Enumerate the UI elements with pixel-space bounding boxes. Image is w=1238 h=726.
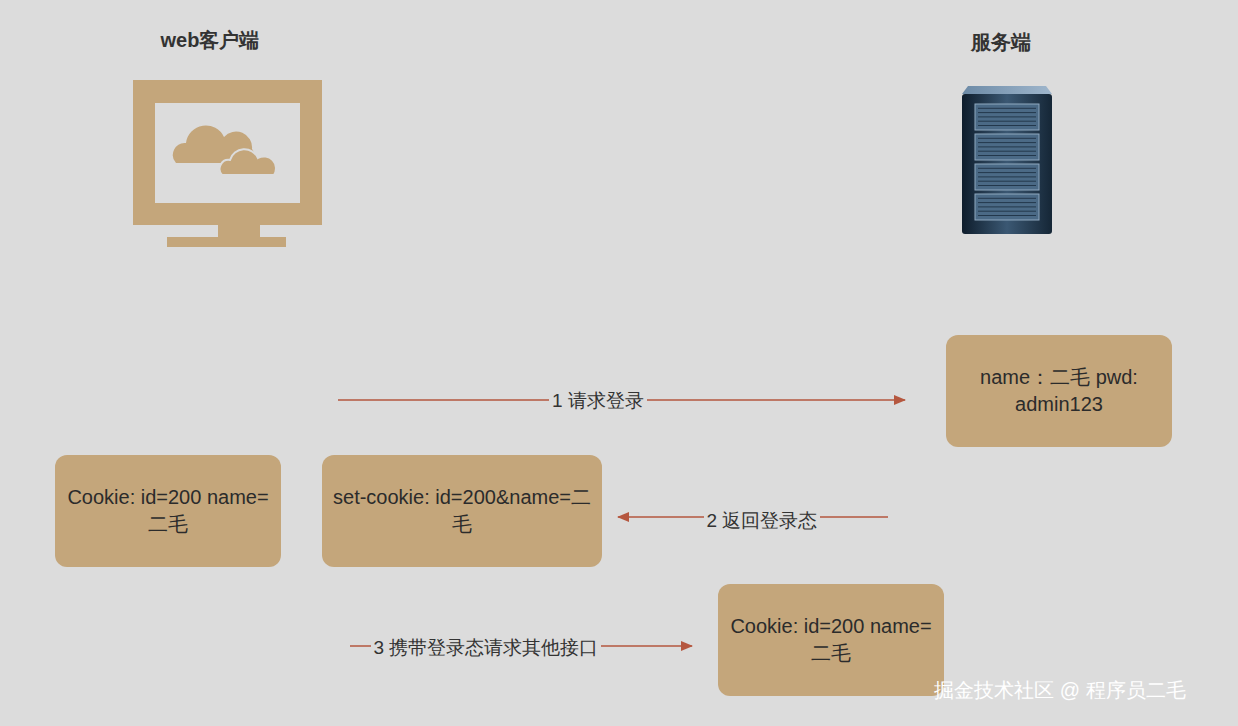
server-icon [962,86,1052,234]
monitor-icon [133,80,322,247]
side-heading: 服务端 [971,29,1031,56]
step-label: 1 请求登录 [549,388,647,414]
watermark: 掘金技术社区 @ 程序员二毛 [934,677,1185,704]
box-text: Cookie: id=200 name=二毛 [724,613,938,667]
info-box: name：二毛 pwd: admin123 [946,335,1172,447]
info-box: Cookie: id=200 name=二毛 [55,455,281,567]
info-box: Cookie: id=200 name=二毛 [718,584,944,696]
info-box: set-cookie: id=200&name=二毛 [322,455,602,567]
box-text: set-cookie: id=200&name=二毛 [328,484,596,538]
side-heading: web客户端 [161,27,260,54]
step-label: 2 返回登录态 [704,508,821,534]
box-text: name：二毛 pwd: admin123 [952,364,1166,418]
box-text: Cookie: id=200 name=二毛 [61,484,275,538]
step-label: 3 携带登录态请求其他接口 [371,635,602,661]
